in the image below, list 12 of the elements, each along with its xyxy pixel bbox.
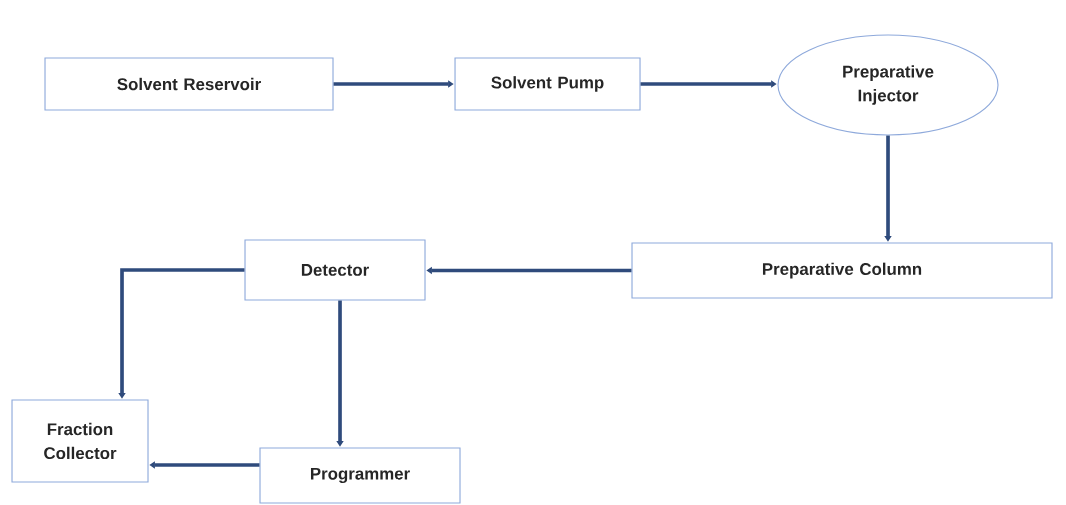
arrow [640, 80, 777, 88]
process-box: Fraction Collector [11, 399, 149, 483]
process-box: Detector [244, 239, 426, 301]
arrow [336, 300, 344, 447]
arrow [884, 135, 892, 242]
process-box: Solvent Pump [454, 57, 641, 111]
process-box: Preparative Column [631, 242, 1053, 299]
arrow [118, 268, 245, 399]
process-box: Programmer [259, 447, 461, 504]
arrow [333, 80, 454, 88]
arrow [149, 461, 260, 469]
process-box: Solvent Reservoir [44, 57, 334, 111]
